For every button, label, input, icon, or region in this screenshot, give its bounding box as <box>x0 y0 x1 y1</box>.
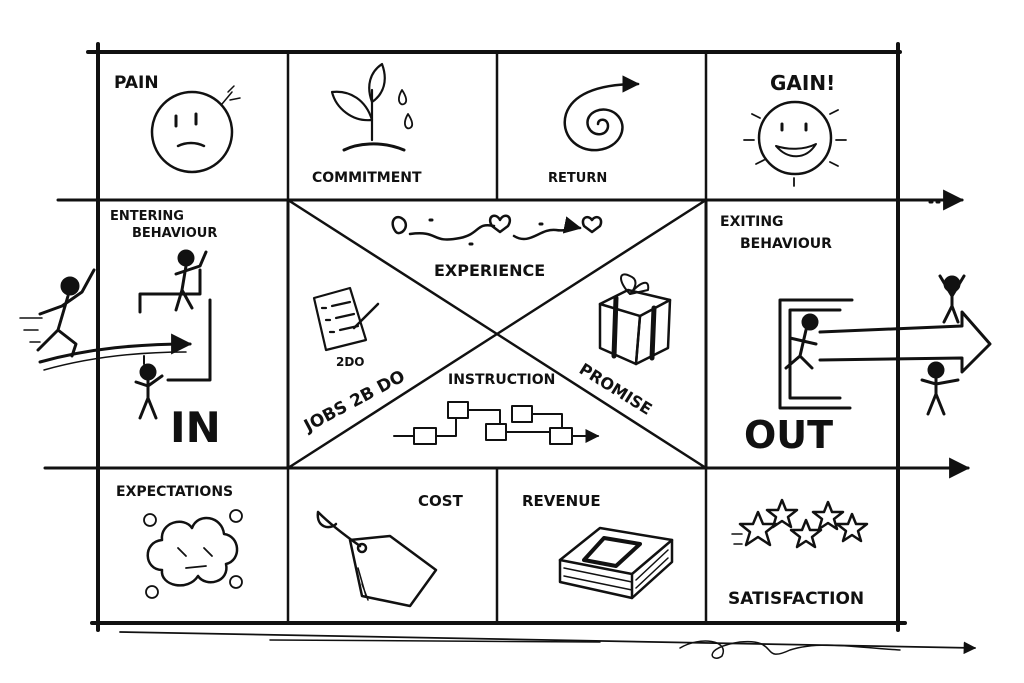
label-return: RETURN <box>548 171 607 186</box>
sad-face-icon <box>150 85 241 174</box>
label-expectations: EXPECTATIONS <box>116 484 233 500</box>
price-tag-icon <box>316 510 438 608</box>
stars-icon <box>731 498 869 549</box>
plant-icon <box>330 62 414 152</box>
label-exiting-2: BEHAVIOUR <box>740 236 832 252</box>
enter-arrow-icon <box>38 268 212 382</box>
cloud-icon <box>143 509 243 599</box>
path-hearts-icon <box>391 214 603 246</box>
label-out: OUT <box>744 413 833 457</box>
person-icon <box>938 274 966 324</box>
grid-lines <box>43 42 977 659</box>
person-icon <box>784 313 819 370</box>
label-gain: GAIN! <box>770 71 835 95</box>
flowchart-icon <box>393 401 598 444</box>
label-entering-1: ENTERING <box>110 209 184 224</box>
gift-box-icon <box>598 273 672 366</box>
person-icon <box>920 361 960 416</box>
bottom-line-b <box>269 639 601 643</box>
checklist-icon <box>312 286 380 352</box>
label-pain: PAIN <box>114 73 159 93</box>
label-in: IN <box>170 403 221 452</box>
diagonal-up <box>286 198 708 470</box>
label-instruction: INSTRUCTION <box>448 372 555 388</box>
label-experience: EXPERIENCE <box>434 261 545 280</box>
label-satisfaction: SATISFACTION <box>728 589 864 609</box>
person-icon <box>134 355 164 420</box>
label-commitment: COMMITMENT <box>312 170 422 186</box>
label-exiting-1: EXITING <box>720 214 784 230</box>
money-stack-icon <box>558 526 674 600</box>
label-revenue: REVENUE <box>522 492 601 510</box>
bottom-line-c <box>679 640 901 659</box>
spiral-arrow-icon <box>563 75 640 152</box>
exit-door-icon <box>778 298 854 410</box>
label-cost: COST <box>418 492 464 510</box>
label-todo: 2DO <box>336 355 365 369</box>
smiling-sun-icon <box>743 100 847 187</box>
exit-arrow-icon <box>818 310 992 374</box>
label-entering-2: BEHAVIOUR <box>132 226 217 241</box>
person-icon <box>19 268 96 358</box>
